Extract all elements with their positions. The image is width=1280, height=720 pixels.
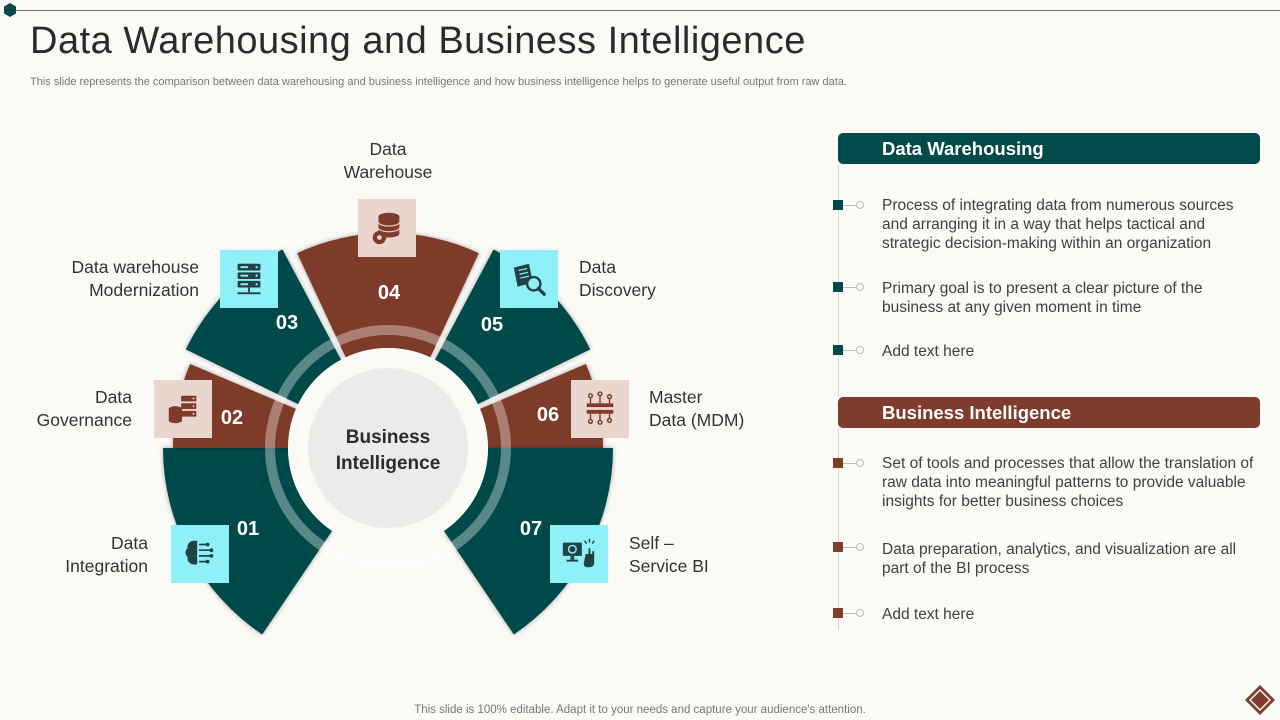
wheel-segment-05: [434, 249, 591, 405]
warehousing-item-3: Add text here: [882, 343, 975, 360]
wheel-segment-04: [297, 232, 479, 358]
warehousing-item-2: Primary goal is to present a clear pictu…: [882, 280, 1203, 316]
wheel-segment-01: [163, 448, 333, 635]
slide-footer: This slide is 100% editable. Adapt it to…: [414, 704, 866, 716]
segment-number-01: 01: [236, 518, 260, 540]
segment-number-03: 03: [275, 312, 299, 334]
server-rack-icon: [220, 250, 278, 308]
segment-number-02: 02: [220, 407, 244, 429]
segment-number-06: 06: [536, 404, 560, 426]
warehousing-timeline: [838, 164, 839, 396]
diamond-logo-icon: [1245, 685, 1275, 715]
wheel-segment-07: [443, 448, 613, 635]
bullet-marker: [833, 282, 843, 292]
wheel-segments: [163, 232, 613, 635]
top-rule: [10, 10, 1280, 11]
database-gear-icon: [358, 199, 416, 257]
bullet-marker: [833, 458, 843, 468]
data-warehousing-header: Data Warehousing: [838, 133, 1260, 164]
bi-item-3: Add text here: [882, 606, 975, 623]
bullet-marker: [833, 608, 843, 618]
slide-title: Data Warehousing and Business Intelligen…: [30, 20, 806, 62]
document-search-icon: [500, 250, 558, 308]
data-nodes-icon: [571, 380, 629, 438]
touch-monitor-icon: [550, 525, 608, 583]
bullet-marker: [833, 200, 843, 210]
center-circle: [308, 368, 468, 528]
hexagon-icon: [4, 3, 16, 17]
bi-item-2: Data preparation, analytics, and visuali…: [882, 541, 1237, 577]
business-intelligence-header: Business Intelligence: [838, 397, 1260, 428]
bullet-marker: [833, 542, 843, 552]
bi-timeline: [838, 428, 839, 630]
server-database-icon: [154, 380, 212, 438]
segment-number-07: 07: [519, 518, 543, 540]
bi-item-1: Set of tools and processes that allow th…: [882, 455, 1254, 510]
inner-ring-band: [265, 325, 511, 571]
center-label: Business Intelligence: [335, 427, 441, 474]
segment-number-04: 04: [377, 282, 401, 304]
brain-circuit-icon: [171, 525, 229, 583]
warehousing-item-1: Process of integrating data from numerou…: [882, 197, 1234, 252]
slide-subtitle: This slide represents the comparison bet…: [30, 76, 847, 88]
segment-number-05: 05: [480, 314, 504, 336]
wheel-segment-03: [185, 249, 342, 405]
bi-wheel-diagram: [163, 232, 613, 635]
segment-label-07: Self –Service BI: [629, 533, 709, 576]
bullet-marker: [833, 345, 843, 355]
